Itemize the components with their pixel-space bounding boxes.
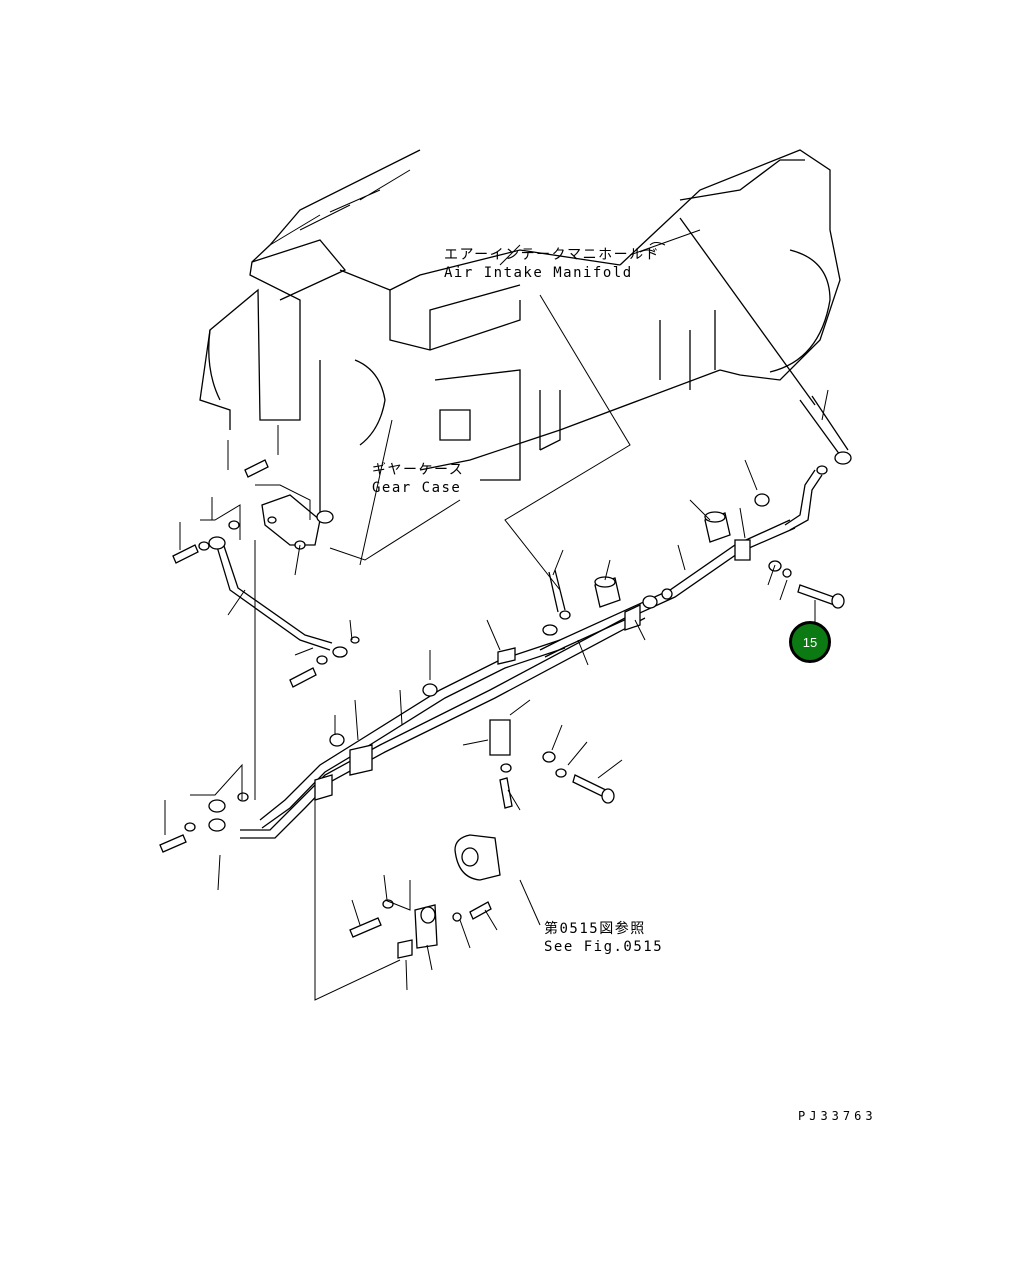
air-intake-manifold-label-en: Air Intake Manifold xyxy=(444,265,633,281)
gear-case-label-ja: ギヤーケース xyxy=(372,462,465,478)
label-leaders xyxy=(329,229,701,926)
engine-block-outline xyxy=(199,149,841,520)
see-fig-label-ja: 第0515図参照 xyxy=(544,921,646,937)
gear-case-label-en: Gear Case xyxy=(372,480,462,496)
part-callout-15[interactable]: 15 xyxy=(789,621,831,663)
fittings xyxy=(184,493,792,959)
see-fig-label-en: See Fig.0515 xyxy=(544,939,664,955)
bolts xyxy=(159,459,845,938)
part-leaders xyxy=(164,389,829,991)
bracket-frames xyxy=(190,484,411,1001)
air-intake-manifold-label-ja: エアーインテークマニホールド xyxy=(444,247,661,263)
drawing-id: PJ33763 xyxy=(798,1109,877,1123)
